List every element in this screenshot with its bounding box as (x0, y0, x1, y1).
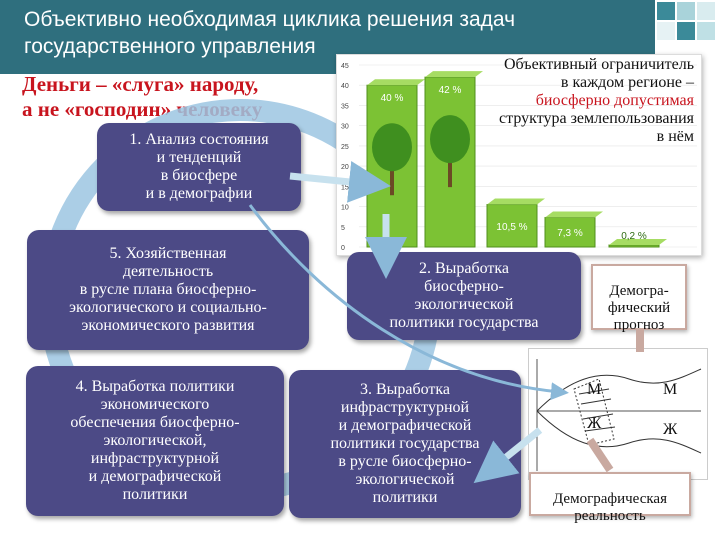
arrow-step1-chart (290, 176, 370, 184)
arrow-reality (590, 440, 610, 470)
arrow-plot-step3 (490, 430, 540, 470)
arrow-step1-plot (250, 205, 560, 392)
